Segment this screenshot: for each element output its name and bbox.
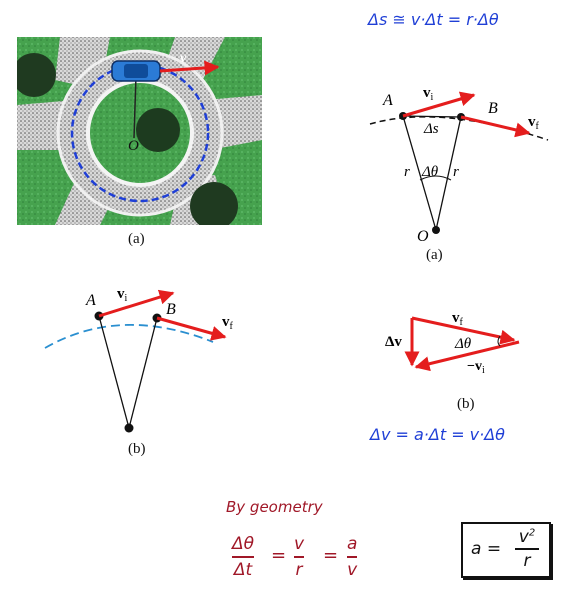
frac3-bar bbox=[347, 556, 358, 558]
vector-vi-b bbox=[98, 289, 175, 318]
frac1-denominator: Δt bbox=[233, 560, 253, 580]
frac2-denominator: r bbox=[295, 560, 303, 580]
vector-minus-vi bbox=[414, 340, 520, 372]
label-a-b: A bbox=[85, 292, 96, 309]
radius-line-photo bbox=[133, 74, 137, 139]
caption-left-mid: (b) bbox=[128, 441, 146, 457]
point-o-b bbox=[124, 423, 134, 433]
equals-1: = bbox=[271, 545, 287, 566]
label-vf-b: vf bbox=[222, 314, 234, 332]
photo-center-label: O bbox=[128, 138, 139, 154]
left-mid-diagram bbox=[44, 289, 227, 433]
angle-arc bbox=[419, 175, 452, 181]
label-vf-tri: vf bbox=[452, 310, 464, 328]
frac2-bar bbox=[294, 556, 305, 558]
equation-dv: Δv = a·Δt = v·Δθ bbox=[370, 425, 505, 444]
ring-road-edge bbox=[56, 49, 224, 217]
frac3-denominator: v bbox=[347, 560, 358, 580]
label-vi-top: vi bbox=[423, 85, 434, 103]
fraction-a-v: a v bbox=[347, 534, 358, 580]
tree-center bbox=[136, 108, 180, 152]
caption-vector-triangle: (b) bbox=[457, 396, 475, 412]
tree-nw bbox=[17, 53, 56, 97]
frac3-numerator: a bbox=[347, 534, 358, 554]
vector-vi-a bbox=[402, 91, 476, 118]
vector-triangle bbox=[404, 316, 520, 372]
caption-photo: (a) bbox=[128, 231, 145, 247]
label-a-top: A bbox=[382, 92, 393, 109]
caption-top-right: (a) bbox=[426, 247, 443, 263]
roundabout-photo bbox=[17, 37, 262, 225]
frac1-bar bbox=[232, 556, 255, 558]
label-r-right: r bbox=[453, 164, 459, 180]
label-r-left: r bbox=[404, 164, 410, 180]
label-delta-theta-tri: Δθ bbox=[454, 336, 472, 352]
frac2-numerator: v bbox=[294, 534, 305, 554]
vector-vf-tri bbox=[411, 316, 516, 345]
fraction-dtheta-dt: Δθ Δt bbox=[232, 534, 255, 580]
result-box: a = v2 r bbox=[461, 522, 551, 578]
chord-ds bbox=[402, 115, 462, 118]
vector-vf-a bbox=[460, 115, 531, 138]
point-o bbox=[432, 226, 440, 234]
vector-vf-b bbox=[156, 316, 227, 341]
tree-se bbox=[190, 182, 238, 225]
velocity-arrow-photo bbox=[159, 60, 220, 76]
result-numerator: v2 bbox=[518, 527, 536, 547]
radius-oa bbox=[402, 115, 437, 231]
photo-velocity-label: v bbox=[180, 51, 187, 66]
equation-ds: Δs ≅ v·Δt = r·Δθ bbox=[368, 10, 499, 29]
radius-left-b bbox=[98, 315, 130, 429]
car-window bbox=[124, 64, 148, 78]
radius-ob bbox=[435, 116, 462, 231]
label-vf-top: vf bbox=[528, 114, 540, 132]
arc-dashed-blue bbox=[44, 324, 214, 349]
by-geometry-note: By geometry bbox=[226, 498, 323, 516]
top-right-diagram bbox=[369, 91, 549, 234]
angle-arc-tri bbox=[497, 335, 501, 347]
label-delta-s: Δs bbox=[423, 121, 439, 137]
label-delta-theta-top: Δθ bbox=[421, 164, 439, 180]
result-denominator: r bbox=[523, 551, 531, 571]
label-minus-vi: −vi bbox=[467, 359, 485, 376]
label-b-b: B bbox=[166, 301, 176, 318]
radius-right-b bbox=[128, 317, 158, 429]
equals-2: = bbox=[323, 545, 339, 566]
fraction-v-r: v r bbox=[294, 534, 305, 580]
frac1-numerator: Δθ bbox=[232, 534, 255, 554]
result-lhs: a = bbox=[471, 539, 502, 559]
result-bar bbox=[515, 548, 539, 550]
label-vi-b: vi bbox=[117, 286, 128, 304]
label-o-top: O bbox=[417, 228, 429, 245]
result-fraction: v2 r bbox=[515, 527, 539, 571]
label-delta-v: Δv bbox=[385, 334, 402, 350]
label-b-top: B bbox=[488, 100, 498, 117]
